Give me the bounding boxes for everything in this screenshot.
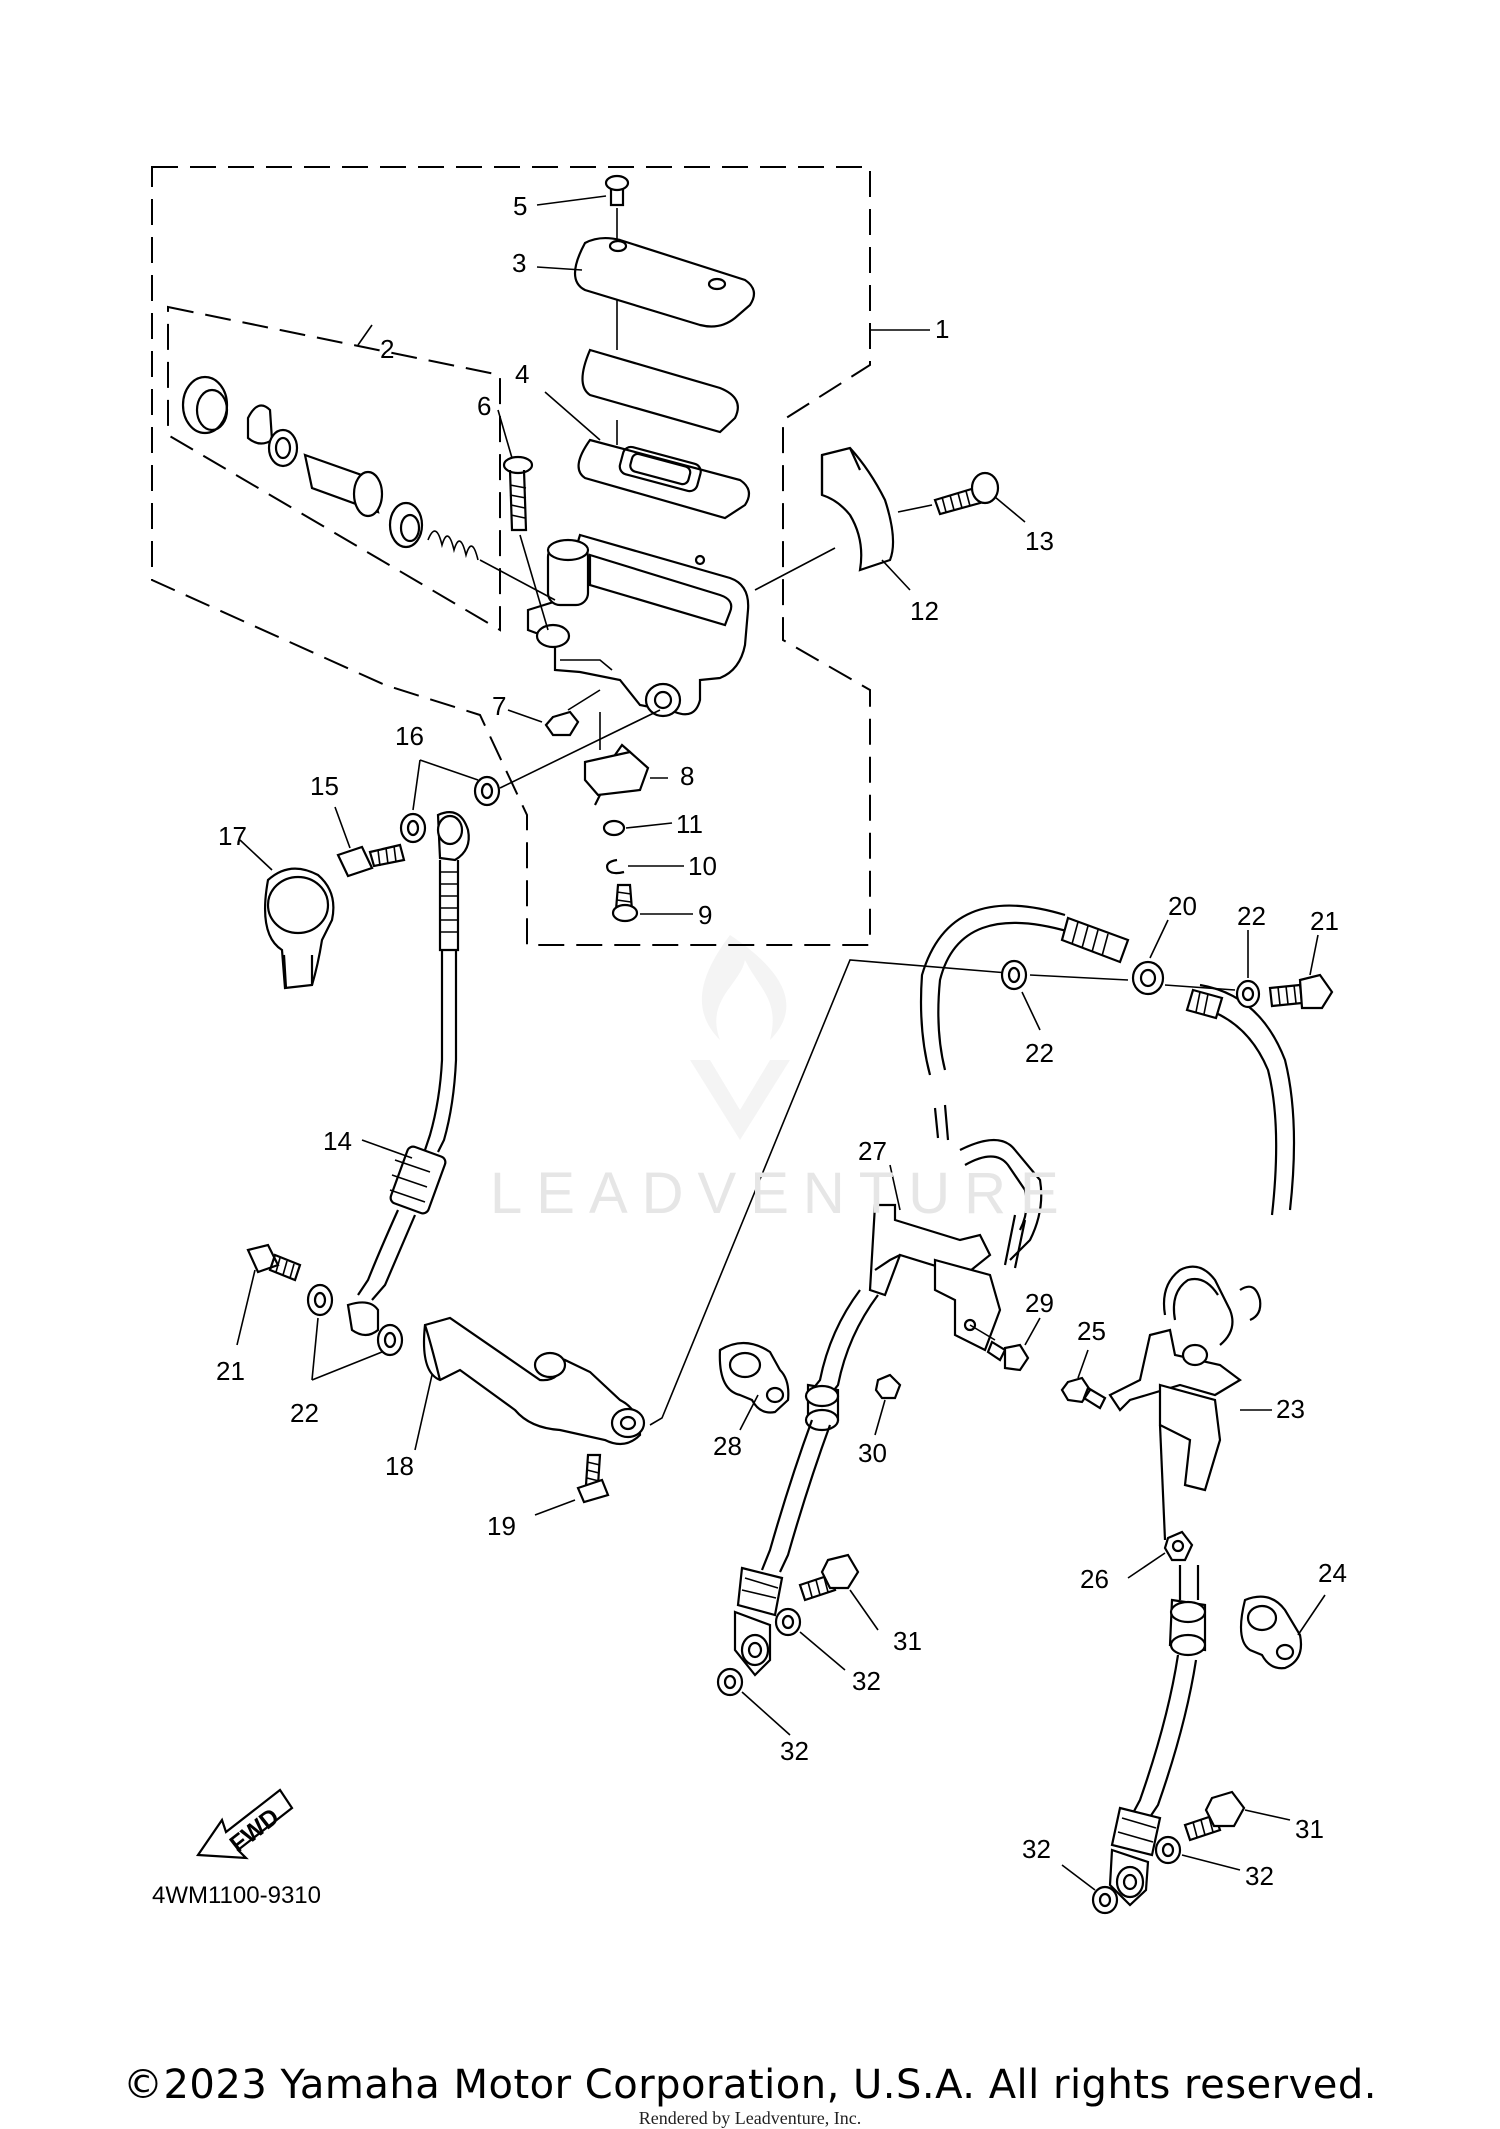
watermark-logo <box>690 935 790 1140</box>
part-24-clamp <box>1239 1594 1326 1670</box>
callout-labels: 1 2 3 4 5 6 7 8 9 10 11 12 13 14 15 16 1… <box>216 191 1347 1891</box>
callout-20: 20 <box>1168 891 1197 921</box>
callout-19: 19 <box>487 1511 516 1541</box>
callout-32-right-a: 32 <box>1022 1834 1051 1864</box>
callout-27: 27 <box>858 1136 887 1166</box>
callout-11: 11 <box>676 809 703 839</box>
callout-4: 4 <box>515 359 529 389</box>
callout-22-center: 22 <box>1025 1038 1054 1068</box>
assembly-outline-1 <box>151 166 871 946</box>
diagram-code: 4WM1100-9310 <box>152 1882 321 1909</box>
callout-15: 15 <box>310 771 339 801</box>
callout-12: 12 <box>910 596 939 626</box>
part-4-diaphragm <box>544 391 751 520</box>
watermark-text: LEADVENTURE <box>490 1161 1073 1226</box>
callout-32-left-b: 32 <box>780 1736 809 1766</box>
callout-2: 2 <box>380 334 394 364</box>
lower-brake-hose-right <box>1108 1565 1207 1907</box>
part-28-clamp <box>718 1341 790 1431</box>
part-2-piston-kit <box>181 324 556 601</box>
part-12-clamp <box>754 446 911 591</box>
callout-9: 9 <box>698 900 712 930</box>
master-cylinder-body <box>526 533 750 718</box>
callout-17: 17 <box>218 821 247 851</box>
rendered-by-notice: Rendered by Leadventure, Inc. <box>638 2108 862 2128</box>
part-3-cap <box>536 208 756 328</box>
part-31-bolt-left <box>798 1553 879 1631</box>
part-20-banjo <box>1131 919 1169 996</box>
part-14-brake-hose <box>357 811 470 1301</box>
callout-30: 30 <box>858 1438 887 1468</box>
callout-6: 6 <box>477 391 491 421</box>
callout-18: 18 <box>385 1451 414 1481</box>
callout-23: 23 <box>1276 1394 1305 1424</box>
assembly-outline-2 <box>167 305 501 632</box>
callout-22-right: 22 <box>1237 901 1266 931</box>
callout-21-left: 21 <box>216 1356 245 1386</box>
callout-25: 25 <box>1077 1316 1106 1346</box>
callout-1: 1 <box>935 314 949 344</box>
part-18-joint <box>414 959 1009 1451</box>
part-29-screw <box>986 1317 1041 1372</box>
callout-31-right: 31 <box>1295 1814 1324 1844</box>
part-30-nut <box>874 1373 902 1436</box>
callout-22-left: 22 <box>290 1398 319 1428</box>
callout-3: 3 <box>512 248 526 278</box>
part-22-washers-right <box>1000 930 1261 1031</box>
part-21-bolt-left <box>236 1243 302 1346</box>
callout-13: 13 <box>1025 526 1054 556</box>
part-26-nut <box>1127 1530 1194 1579</box>
callout-32-left-a: 32 <box>852 1666 881 1696</box>
part-17-cover <box>239 839 335 990</box>
part-27-bracket <box>868 1104 1043 1352</box>
part-19-bolt <box>534 1453 610 1516</box>
part-6-bolt <box>497 409 549 631</box>
callout-16: 16 <box>395 721 424 751</box>
copyright-notice: ©2023 Yamaha Motor Corporation, U.S.A. A… <box>122 2062 1377 2108</box>
part-32-washers-right <box>1061 1835 1241 1915</box>
callout-21-right: 21 <box>1310 906 1339 936</box>
part-22-washers-left <box>306 1283 404 1381</box>
part-diaphragm-plate <box>581 300 739 434</box>
part-5-screw <box>536 174 630 207</box>
part-23-bracket <box>1108 1265 1272 1541</box>
callout-29: 29 <box>1025 1288 1054 1318</box>
part-16-washers <box>399 709 661 844</box>
callout-7: 7 <box>492 691 506 721</box>
callout-32-right-b: 32 <box>1245 1861 1274 1891</box>
part-15-banjo-bolt <box>334 806 406 878</box>
callout-26: 26 <box>1080 1564 1109 1594</box>
part-11-washer <box>602 819 673 837</box>
part-10-clip <box>605 858 684 875</box>
part-25-screw <box>1060 1349 1107 1410</box>
callout-5: 5 <box>513 191 527 221</box>
callout-8: 8 <box>680 761 694 791</box>
upper-brake-hose-loop <box>919 904 1296 1216</box>
part-7-nut <box>507 689 601 737</box>
callout-31-left: 31 <box>893 1626 922 1656</box>
callout-14: 14 <box>323 1126 352 1156</box>
callout-24: 24 <box>1318 1558 1347 1588</box>
fwd-arrow-icon: FWD <box>195 1788 294 1860</box>
part-9-screw <box>611 883 693 923</box>
part-13-bolt <box>897 471 1026 523</box>
part-32-washers-left <box>716 1607 846 1736</box>
part-21-bolt-right <box>1268 934 1334 1010</box>
callout-28: 28 <box>713 1431 742 1461</box>
lower-brake-hose-left <box>733 1289 879 1677</box>
callout-10: 10 <box>688 851 717 881</box>
part-31-bolt-right <box>1183 1790 1291 1842</box>
part-8-switch <box>583 712 668 806</box>
